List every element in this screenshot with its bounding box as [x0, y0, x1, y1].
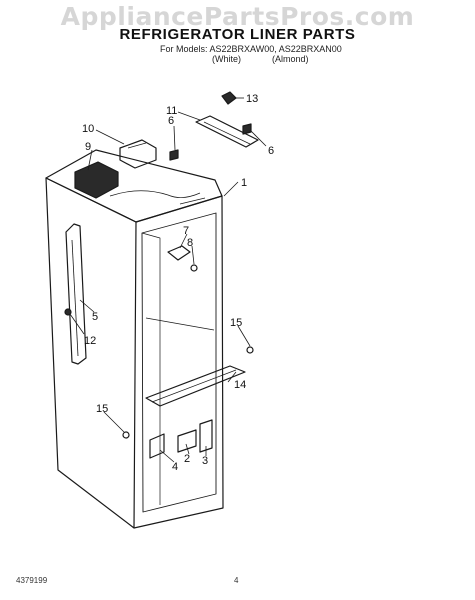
leader-5	[79, 299, 95, 313]
callout-12: 12	[84, 335, 96, 347]
part-10-bracket	[119, 139, 157, 169]
part-13-clip	[221, 91, 237, 105]
callout-9: 9	[85, 141, 91, 153]
callout-6b: 6	[268, 145, 274, 157]
part-5-rail	[65, 223, 87, 365]
leader-1	[223, 181, 239, 197]
leader-2	[185, 443, 190, 455]
callout-15a: 15	[230, 317, 242, 329]
part-8-screw	[190, 264, 198, 272]
callout-11: 11	[166, 105, 177, 117]
document-number: 4379199	[16, 576, 48, 585]
callout-2: 2	[184, 453, 190, 465]
callout-8: 8	[187, 237, 193, 249]
part-15-screw-upper	[246, 346, 254, 354]
liner-body	[45, 149, 224, 529]
part-2-bracket	[177, 429, 197, 453]
part-15-screw-lower	[122, 431, 130, 439]
page-number: 4	[234, 576, 239, 585]
leader-9	[87, 149, 93, 171]
leader-15b	[103, 411, 125, 433]
callout-13: 13	[246, 93, 258, 105]
leader-8	[191, 245, 195, 265]
page-title: REFRIGERATOR LINER PARTS	[119, 26, 356, 43]
leader-10	[95, 129, 125, 145]
part-3-bracket	[199, 419, 213, 453]
part-12-screw	[64, 308, 72, 316]
variant-white-label: (White)	[212, 54, 241, 64]
part-11-top-rail	[195, 115, 259, 148]
leader-7	[179, 233, 188, 249]
part-14-bottom-rail	[145, 365, 246, 407]
leader-4	[159, 449, 175, 463]
callout-1: 1	[241, 177, 247, 189]
variant-almond-label: (Almond)	[272, 54, 309, 64]
leader-15a	[237, 325, 251, 347]
leader-14	[227, 371, 237, 383]
callout-10: 10	[82, 123, 94, 135]
part-4-bracket	[149, 433, 165, 459]
part-7-bracket	[167, 245, 191, 261]
part-6-screw-left	[169, 149, 179, 161]
models-line: For Models: AS22BRXAW00, AS22BRXAN00	[160, 44, 342, 54]
part-9-control-housing	[74, 161, 119, 199]
leader-6b	[249, 129, 267, 147]
callout-7: 7	[183, 225, 189, 237]
leader-6a	[173, 125, 176, 151]
watermark: AppliancePartsPros.com	[60, 2, 415, 31]
part-6-screw-right	[242, 123, 252, 135]
leader-12	[69, 313, 85, 335]
callout-4: 4	[172, 461, 178, 473]
callout-14: 14	[234, 379, 246, 391]
callout-15b: 15	[96, 403, 108, 415]
leader-11	[177, 111, 201, 121]
callout-3: 3	[202, 455, 208, 467]
callout-6a: 6	[168, 115, 174, 127]
callout-5: 5	[92, 311, 98, 323]
